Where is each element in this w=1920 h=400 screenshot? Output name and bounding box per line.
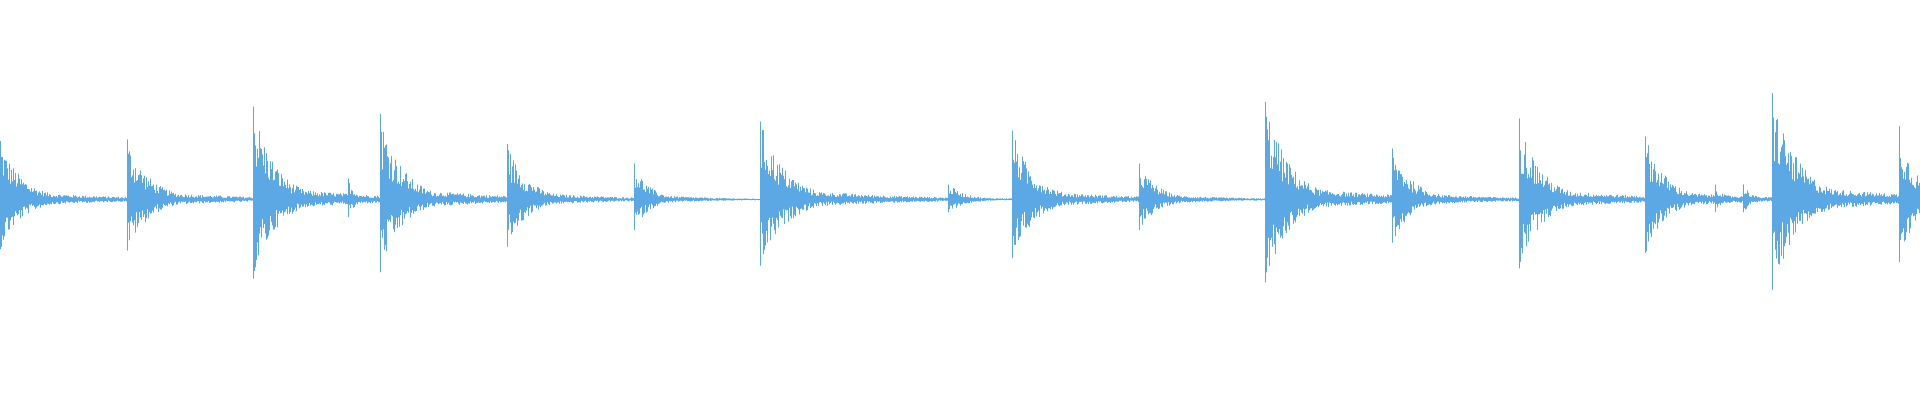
transient-peaks xyxy=(0,93,1900,290)
